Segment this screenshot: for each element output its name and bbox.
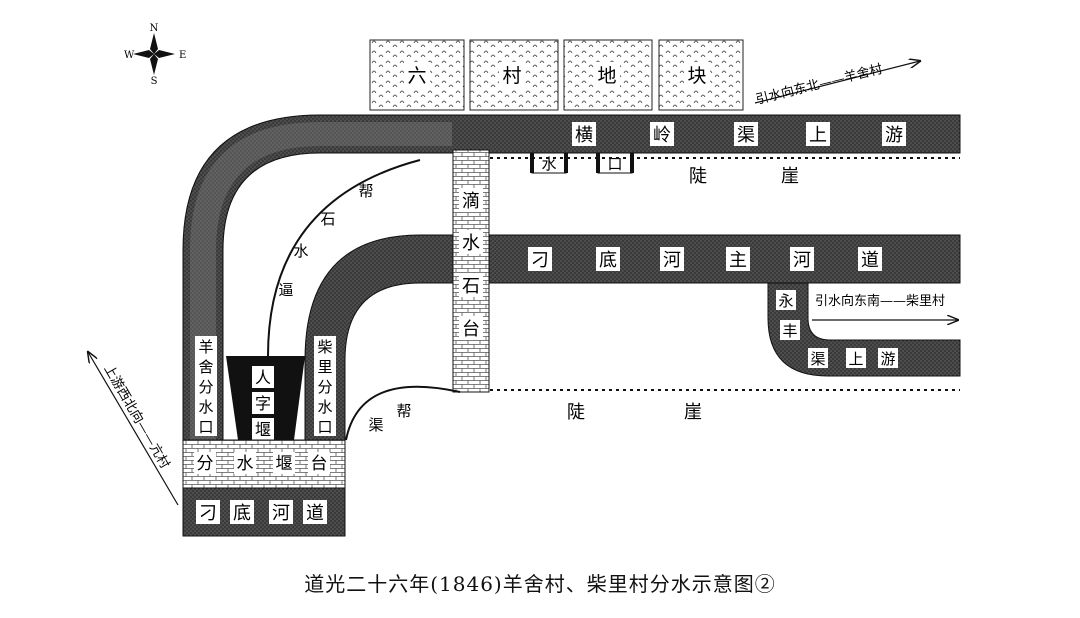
weir-char-3: 堰 xyxy=(255,420,271,439)
cliff-upper-char-1: 陡 xyxy=(689,166,707,187)
yangshe-char-3: 分 xyxy=(198,378,213,396)
main-river-char-1: 刁 xyxy=(531,250,549,271)
yangshe-char-5: 口 xyxy=(198,418,213,436)
drip-char-4: 台 xyxy=(462,319,480,340)
main-river xyxy=(304,234,961,441)
water-diversion-diagram: N S E W 六 村 地 块 横 岭 渠 上 游 水 口 陡 xyxy=(0,23,961,537)
weir-char-1: 人 xyxy=(255,368,271,387)
upper-canal-labels: 横 岭 渠 上 游 xyxy=(572,122,906,146)
chaili-char-3: 分 xyxy=(317,378,332,396)
compass-rose-icon: N S E W xyxy=(124,23,186,87)
main-river-char-3: 河 xyxy=(663,250,681,271)
upper-canal-char-1: 横 xyxy=(575,125,593,146)
yangshe-char-2: 舍 xyxy=(198,358,213,376)
cliff-upper-char-2: 崖 xyxy=(781,166,799,187)
water-inlets: 水 口 xyxy=(530,152,634,174)
main-river-char-2: 底 xyxy=(599,250,617,271)
drip-water-platform xyxy=(452,149,490,393)
platform-char-1: 分 xyxy=(197,454,214,474)
yangshe-char-4: 水 xyxy=(198,398,213,416)
platform-char-3: 堰 xyxy=(276,454,293,474)
ditch-lower-char-2: 帮 xyxy=(396,402,411,420)
village-plots: 六 村 地 块 xyxy=(369,39,744,111)
bottom-river-char-2: 底 xyxy=(233,503,251,524)
chaili-char-2: 里 xyxy=(317,358,332,376)
arrow-northwest xyxy=(88,352,179,506)
inlet-char-1: 水 xyxy=(541,155,556,173)
plot-label-1: 六 xyxy=(407,65,426,87)
plot-label-2: 村 xyxy=(502,65,521,87)
chaili-char-5: 口 xyxy=(317,418,332,436)
platform-char-4: 台 xyxy=(311,454,328,474)
inlet-char-2: 口 xyxy=(607,155,622,173)
bottom-river-char-1: 刁 xyxy=(199,503,217,524)
note-northeast: 引水向东北——羊舍村 xyxy=(754,61,884,108)
main-river-char-4: 主 xyxy=(729,250,747,271)
compass-south: S xyxy=(151,76,158,87)
ditch-lower-line xyxy=(345,385,461,441)
platform-char-2: 水 xyxy=(237,454,254,474)
ditch-upper-char-2: 石 xyxy=(320,210,335,228)
compass-north: N xyxy=(150,23,159,34)
ditch-upper-char-1: 帮 xyxy=(358,182,373,200)
drip-char-1: 滴 xyxy=(462,191,480,212)
yongfeng-char-1: 永 xyxy=(778,292,793,310)
yongfeng-char-2: 丰 xyxy=(782,322,797,340)
main-river-char-5: 河 xyxy=(793,250,811,271)
ditch-upper-line xyxy=(267,159,421,357)
note-upstream: 上游西北向——亢村 xyxy=(101,362,173,471)
ditch-upper-char-4: 逼 xyxy=(278,281,293,299)
chaili-char-4: 水 xyxy=(317,398,332,416)
compass-east: E xyxy=(179,50,186,61)
upper-canal-char-2: 岭 xyxy=(653,125,671,146)
cliff-lower-char-2: 崖 xyxy=(684,402,702,423)
figure-caption: 道光二十六年(1846)羊舍村、柴里村分水示意图② xyxy=(304,572,776,596)
yongfeng-char-5: 游 xyxy=(880,350,895,368)
bottom-river-char-4: 道 xyxy=(306,503,324,524)
main-river-labels: 刁 底 河 主 河 道 xyxy=(528,247,882,271)
yongfeng-char-4: 上 xyxy=(848,350,863,368)
yongfeng-char-3: 渠 xyxy=(810,350,825,368)
drip-char-3: 石 xyxy=(462,276,480,297)
plot-label-4: 块 xyxy=(687,65,706,87)
yangshe-outlet-labels: 羊 舍 分 水 口 xyxy=(195,336,217,436)
upper-canal-char-4: 上 xyxy=(809,125,827,146)
ditch-upper-char-3: 水 xyxy=(293,242,308,260)
compass-west: W xyxy=(124,50,135,61)
upper-canal-char-5: 游 xyxy=(885,125,903,146)
arrow-northeast xyxy=(754,61,920,104)
note-southeast: 引水向东南——柴里村 xyxy=(815,293,945,309)
yangshe-char-1: 羊 xyxy=(198,338,213,356)
weir-char-2: 字 xyxy=(255,394,271,413)
ditch-lower-char-1: 渠 xyxy=(368,416,383,434)
cliff-lower-char-1: 陡 xyxy=(567,402,585,423)
drip-char-2: 水 xyxy=(462,233,480,254)
upper-canal-char-3: 渠 xyxy=(737,125,755,146)
chaili-char-1: 柴 xyxy=(317,338,332,356)
bottom-river-char-3: 河 xyxy=(272,503,290,524)
plot-label-3: 地 xyxy=(597,65,616,87)
chaili-outlet-labels: 柴 里 分 水 口 xyxy=(314,336,336,436)
main-river-char-6: 道 xyxy=(861,250,879,271)
upper-canal xyxy=(182,114,961,441)
